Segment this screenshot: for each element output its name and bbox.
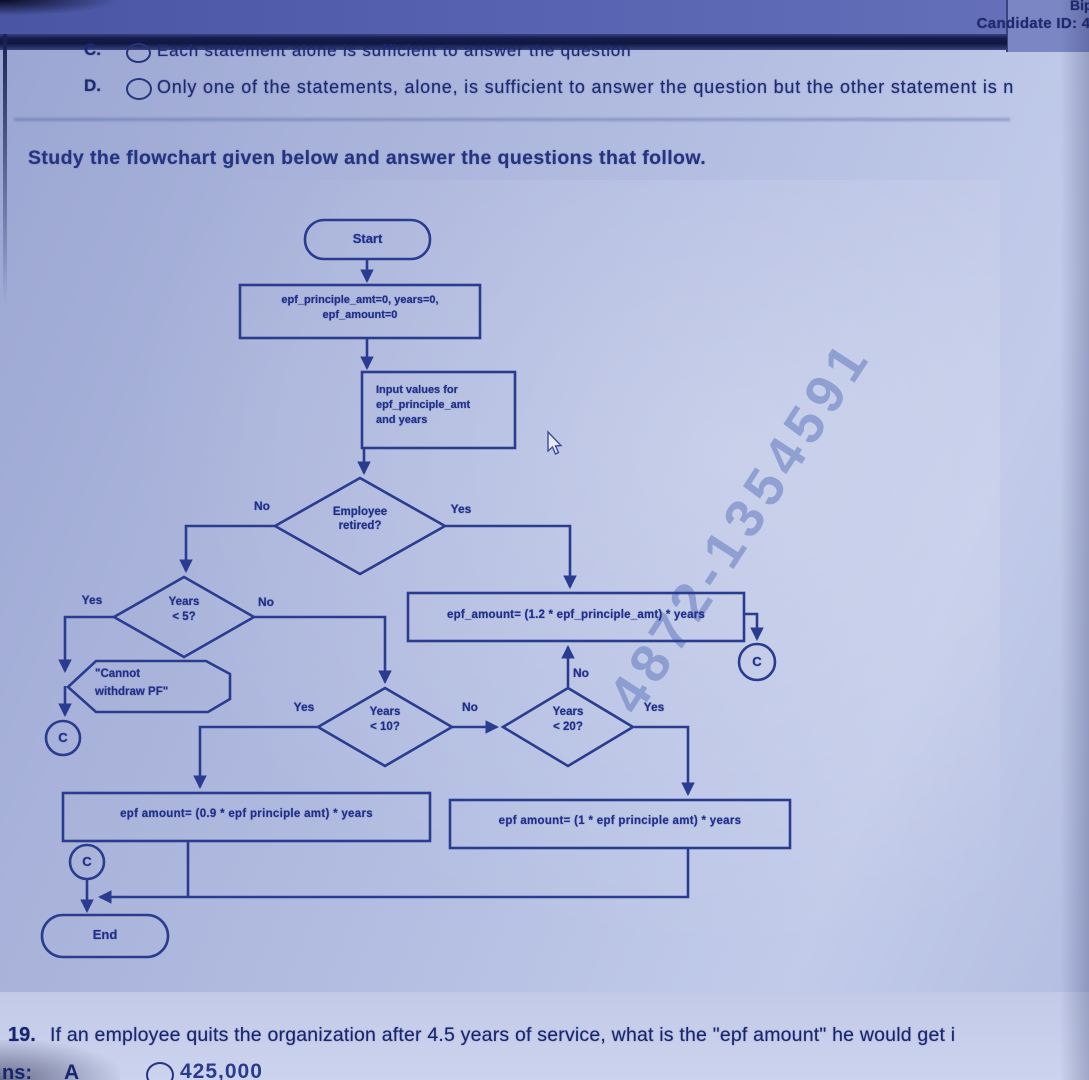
option-d-radio[interactable] — [126, 78, 152, 100]
years20-yes-label: Yes — [643, 700, 665, 714]
candidate-id: Candidate ID: 45 — [976, 15, 1089, 32]
right-vignette — [1060, 0, 1089, 1080]
answer-option-letter: A — [64, 1061, 80, 1080]
cannot-display-shape — [66, 659, 232, 714]
instruction-text: Study the flowchart given below and answ… — [28, 147, 707, 169]
years20-diamond-shape — [500, 686, 636, 768]
option-d-label[interactable]: Only one of the statements, alone, is su… — [157, 77, 1015, 97]
section-divider — [14, 118, 1010, 121]
years5-diamond-shape — [111, 575, 257, 659]
years5-line1: Years — [168, 596, 200, 608]
years10-line1: Years — [369, 706, 401, 718]
years20-no-label: No — [573, 666, 589, 680]
top-left-shadow — [0, 0, 120, 16]
connector-c2-shape — [737, 642, 777, 682]
retired-line1: Employee — [332, 506, 388, 518]
input-line2: epf_principle_amt — [376, 399, 471, 411]
connector-c3-label: C — [82, 854, 92, 869]
years20-line1: Years — [552, 706, 584, 718]
epf1-box-shape — [448, 798, 792, 850]
init-box-shape — [238, 283, 482, 340]
dark-divider-band — [0, 34, 1007, 50]
years5-yes-label: Yes — [81, 593, 103, 607]
end-label: End — [92, 927, 118, 942]
retired-yes-label: Yes — [450, 502, 472, 516]
years10-line2: < 10? — [370, 721, 400, 733]
input-line1: Input values for — [376, 384, 458, 396]
option-d-letter: D. — [84, 76, 101, 95]
candidate-name: Bipul — [1070, 0, 1089, 13]
years10-no-label: No — [462, 700, 478, 714]
epf1-label: epf amount= (1 * epf principle amt) * ye… — [498, 815, 742, 827]
option-c-label[interactable]: Each statement alone is sufficient to an… — [157, 41, 632, 60]
question-text: If an employee quits the organization af… — [50, 1024, 956, 1046]
cannot-line1: "Cannot — [95, 668, 141, 680]
init-line2: epf_amount=0 — [322, 309, 398, 321]
epf09-label: epf amount= (0.9 * epf principle amt) * … — [120, 808, 373, 820]
input-box-shape — [360, 370, 517, 450]
bottom-strip — [0, 992, 1089, 1080]
input-line3: and years — [376, 414, 428, 426]
epf12-box-shape — [406, 591, 746, 643]
start-label: Start — [352, 231, 383, 246]
top-header-strip — [0, 0, 1089, 34]
epf09-box-shape — [61, 791, 432, 843]
window-right-edge — [1006, 0, 1089, 52]
years10-yes-label: Yes — [293, 700, 315, 714]
bottom-left-shadow — [0, 1040, 120, 1080]
epf12-label: epf_amount= (1.2 * epf_principle_amt) * … — [447, 609, 705, 621]
retired-diamond-shape — [272, 476, 448, 576]
cursor-icon — [547, 430, 563, 455]
answer-option-value[interactable]: 425,000 — [180, 1060, 263, 1080]
years5-line2: < 5? — [172, 611, 196, 623]
init-line1: epf_principle_amt=0, years=0, — [281, 294, 439, 306]
years10-diamond-shape — [315, 686, 455, 768]
cannot-line2: withdraw PF" — [95, 686, 169, 698]
years20-line2: < 20? — [553, 721, 583, 733]
answer-row-prefix: ns: — [2, 1062, 32, 1080]
connector-c1-label: C — [58, 730, 68, 745]
retired-line2: retired? — [338, 520, 382, 532]
years5-no-label: No — [258, 595, 274, 609]
end-shape — [40, 913, 170, 959]
retired-no-label: No — [254, 499, 270, 513]
option-c-radio[interactable] — [126, 43, 151, 63]
question-number: 19. — [8, 1024, 36, 1046]
flowchart-highlight — [120, 180, 1000, 960]
left-border-line — [3, 34, 7, 334]
option-c-letter: C. — [84, 40, 101, 59]
answer-option-radio[interactable] — [146, 1062, 174, 1080]
connector-c2-label: C — [752, 654, 762, 669]
connector-c1-shape — [44, 719, 82, 757]
